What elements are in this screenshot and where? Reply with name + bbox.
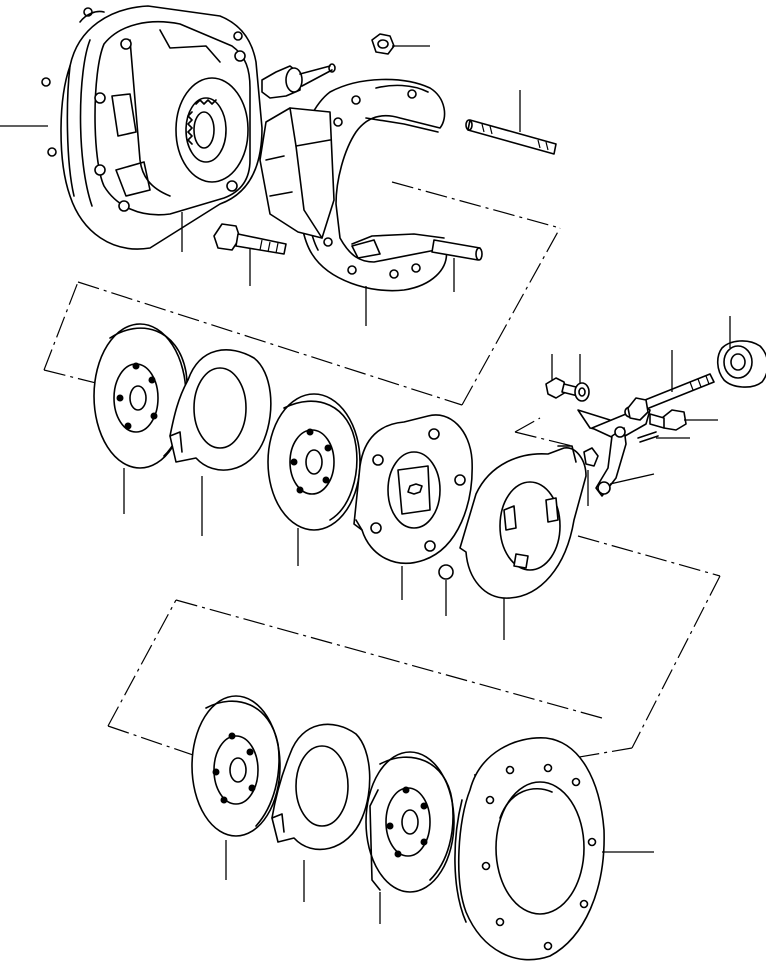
leader-linkage [609,473,655,485]
steel-ball [438,564,454,580]
brake-disc-2 [267,393,361,531]
friction-plate-1 [169,349,272,471]
washer-1 [574,382,590,402]
actuator-plate [353,414,473,565]
planetary-housing [41,5,263,250]
caliper-carrier [259,107,335,239]
callout-leaders [0,45,731,924]
brake-lever-plate [459,445,587,599]
assembly-boundary-middle [514,417,721,749]
breather-fitting [261,63,336,99]
stud-bolt [465,119,557,155]
hex-bolt [213,223,287,255]
split-pin [637,431,659,443]
rubber-boot [716,340,766,388]
dowel-pin [431,239,483,261]
brake-housing-cover [454,737,605,961]
small-bolt-2 [649,409,687,431]
hex-nut-top [371,33,395,55]
brake-disc-3 [191,695,281,837]
long-bolt [627,373,715,421]
assembly-boundary-upper [43,181,561,406]
friction-plate-2 [271,723,371,851]
brake-disc-4 [365,751,455,893]
